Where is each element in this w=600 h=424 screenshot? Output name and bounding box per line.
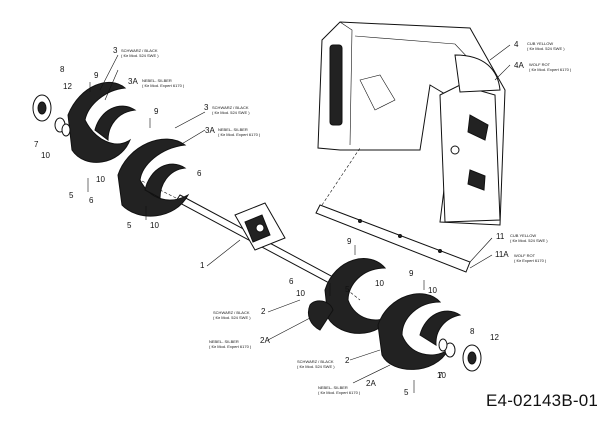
callout-2A-upper: 2A xyxy=(260,336,270,345)
callout-7-b: 7 xyxy=(438,371,443,380)
callout-10-g: 10 xyxy=(437,371,446,380)
auger-spiral-right-upper xyxy=(307,258,391,334)
callout-5-b: 5 xyxy=(127,221,132,230)
auger-spiral-left-upper xyxy=(67,81,137,163)
note-4-yellow: CUB YELLOW( für Mod. 524 SWE ) xyxy=(527,41,565,51)
note-2A-silver: NEBEL- SILBER( für Mod. Expert 6170 ) xyxy=(209,339,252,349)
callout-5-d: 5 xyxy=(404,388,409,397)
callout-10-f: 10 xyxy=(428,286,437,295)
callout-10-c: 10 xyxy=(150,221,159,230)
callout-2A-lower: 2A xyxy=(366,379,376,388)
auger-housing xyxy=(317,21,506,226)
callout-10-d: 10 xyxy=(296,289,305,298)
callout-3-upper: 3 xyxy=(113,46,118,55)
callout-1: 1 xyxy=(200,261,205,270)
callout-6-c: 6 xyxy=(289,277,294,286)
note-2-black-lower: SCHWARZ / BLACK( für Mod. 524 SWE ) xyxy=(297,359,335,369)
callout-10-b: 10 xyxy=(96,175,105,184)
callout-9-d: 9 xyxy=(409,269,414,278)
hub-cap-right xyxy=(462,344,482,372)
note-2A-silver-lower: NEBEL- SILBER( für Mod. Expert 6170 ) xyxy=(318,385,361,395)
callout-8-b: 8 xyxy=(470,327,475,336)
hub-cap-left xyxy=(32,94,52,122)
bearing-left xyxy=(54,117,71,137)
callout-3A-lower: 3A xyxy=(205,126,215,135)
callout-12-a: 12 xyxy=(63,82,72,91)
callout-3A-upper: 3A xyxy=(128,77,138,86)
note-2-black: SCHWARZ / BLACK( für Mod. 524 SWE ) xyxy=(213,310,251,320)
auger-spiral-right-lower xyxy=(377,293,462,370)
callout-4A: 4A xyxy=(514,61,524,70)
note-3-black: SCHWARZ / BLACK( für Mod. 524 SWE ) xyxy=(121,48,159,58)
callout-5-c: 5 xyxy=(345,285,350,294)
callout-3-lower: 3 xyxy=(204,103,209,112)
note-3-black-lower: SCHWARZ / BLACK( für Mod. 524 SWE ) xyxy=(212,105,250,115)
drawing-code: E4-02143B-01 xyxy=(486,391,599,410)
note-3A-silver-lower: NEBEL- SILBER( für Mod. Expert 6170 ) xyxy=(218,127,261,137)
callout-2-lower: 2 xyxy=(345,356,350,365)
bearing-right xyxy=(438,338,456,358)
callout-9-c: 9 xyxy=(347,237,352,246)
callout-4: 4 xyxy=(514,40,519,49)
callout-9-b: 9 xyxy=(154,107,159,116)
gearbox xyxy=(234,202,286,251)
callout-12-b: 12 xyxy=(490,333,499,342)
auger-spiral-left-lower xyxy=(117,138,190,217)
callout-5-a: 5 xyxy=(69,191,74,200)
callout-10-e: 10 xyxy=(375,279,384,288)
callout-10-a: 10 xyxy=(41,151,50,160)
note-3A-silver: NEBEL- SILBER( für Mod. Expert 6170 ) xyxy=(142,78,185,88)
shear-bolts xyxy=(87,82,425,393)
callout-9-a: 9 xyxy=(94,71,99,80)
callout-6-b: 6 xyxy=(197,169,202,178)
note-11-yellow: CUB YELLOW( für Mod. 524 SWE ) xyxy=(510,233,548,243)
callout-6-a: 6 xyxy=(89,196,94,205)
note-4A-red: WOLF ROT( für Mod. Expert 6170 ) xyxy=(529,62,572,72)
callout-11: 11 xyxy=(496,232,505,241)
callout-11A: 11A xyxy=(495,250,509,259)
note-11A-red: WOLF ROT( für Expert 6170 ) xyxy=(514,253,547,263)
callout-8-a: 8 xyxy=(60,65,65,74)
callout-7-a: 7 xyxy=(34,140,39,149)
scraper-bar xyxy=(315,147,471,273)
leader-lines xyxy=(99,44,511,384)
callout-2-upper: 2 xyxy=(261,307,266,316)
